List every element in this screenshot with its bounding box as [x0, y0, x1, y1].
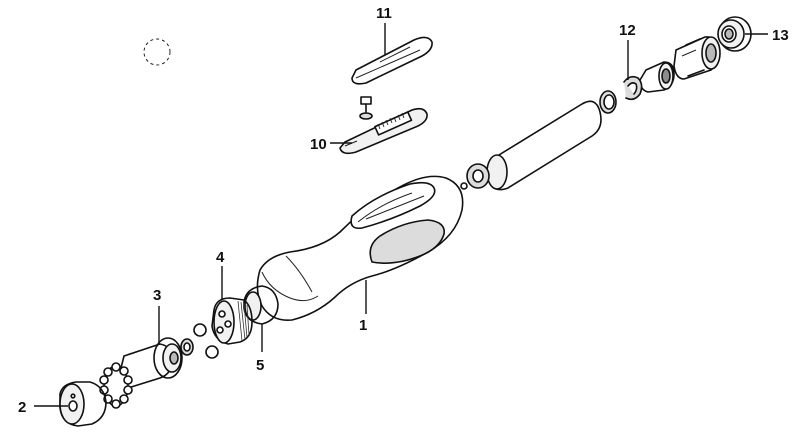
callout-1: 1 — [359, 317, 367, 334]
part-2-end-cap — [59, 381, 107, 427]
part-13-end-nut — [717, 16, 752, 52]
dashed-circle-symbol — [143, 38, 171, 66]
part-3-spindle — [119, 337, 183, 389]
part-12-clip — [623, 75, 643, 101]
callout-5: 5 — [256, 357, 264, 374]
part-bushing — [639, 61, 675, 93]
part-small-ball — [460, 182, 468, 190]
part-ball-b — [205, 345, 219, 359]
callout-13: 13 — [772, 27, 789, 44]
callout-2: 2 — [18, 399, 26, 416]
part-small-washer — [180, 338, 194, 356]
callout-12: 12 — [619, 22, 636, 39]
callout-4: 4 — [216, 249, 225, 266]
part-tube — [486, 100, 602, 191]
part-screw — [359, 96, 373, 120]
part-washer — [466, 163, 490, 189]
part-4-knurled-ring — [211, 297, 253, 345]
callout-10: 10 — [310, 136, 327, 153]
part-ring-washer — [599, 90, 617, 114]
part-ball-a — [193, 323, 207, 337]
part-10-scale-plate — [339, 107, 428, 155]
part-11-cover — [351, 36, 433, 85]
part-ball-bearing — [99, 362, 133, 409]
callout-3: 3 — [153, 287, 161, 304]
part-1-handle — [256, 175, 464, 322]
part-slotted-sleeve — [673, 36, 721, 80]
callout-11: 11 — [376, 5, 392, 22]
